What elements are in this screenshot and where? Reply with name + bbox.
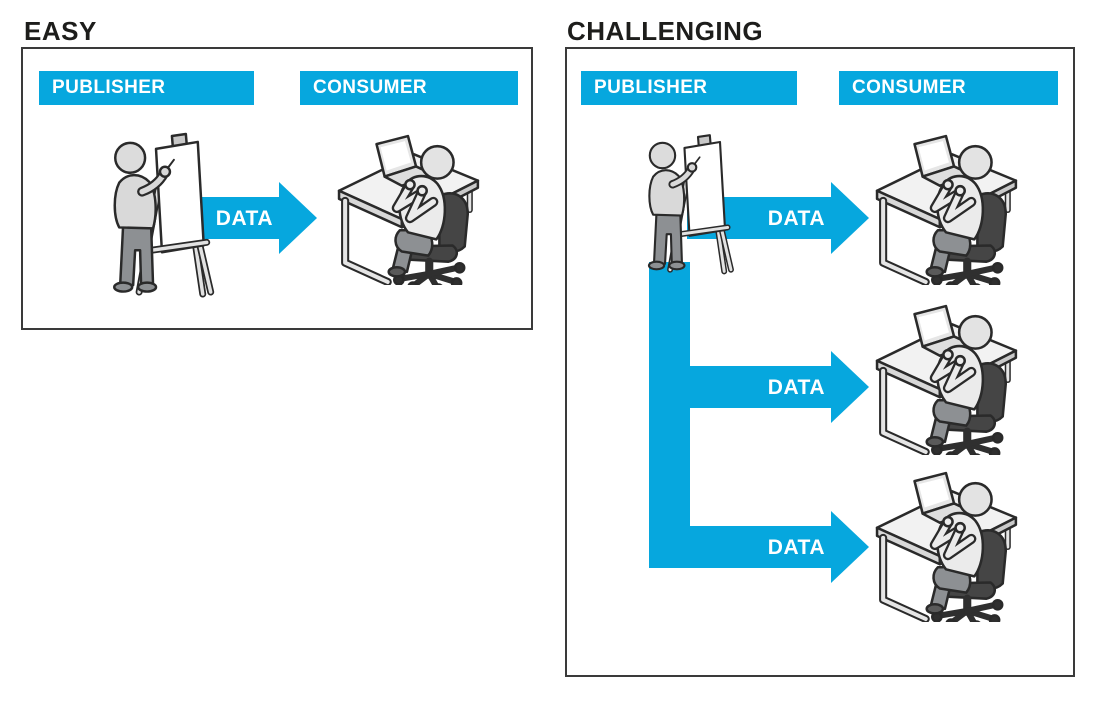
easy-panel: PUBLISHER CONSUMER DATA <box>21 47 533 330</box>
challenging-data-arrow-2-body: DATA <box>689 366 831 408</box>
challenging-branch-trunk <box>649 262 690 568</box>
easy-person-at-desk-icon <box>335 133 487 285</box>
easy-artist-at-easel-icon <box>93 129 225 303</box>
challenging-data-arrowhead-1-icon <box>831 182 869 254</box>
easy-publisher-label: PUBLISHER <box>39 71 254 105</box>
challenging-data-arrow-1-label: DATA <box>767 206 825 230</box>
challenging-panel: PUBLISHER CONSUMER DATA DATA DATA <box>565 47 1075 677</box>
easy-consumer-label: CONSUMER <box>300 71 518 105</box>
challenging-artist-at-easel-icon <box>631 131 743 279</box>
challenging-data-arrow-3-body: DATA <box>649 526 831 568</box>
challenging-data-arrow-3: DATA <box>649 511 869 583</box>
challenging-person-at-desk-icon-1 <box>873 133 1025 285</box>
challenging-person-at-desk-icon-2 <box>873 303 1025 455</box>
challenging-data-arrow-2-label: DATA <box>767 375 825 399</box>
challenging-data-arrow-3-label: DATA <box>767 535 825 559</box>
easy-section-title: EASY <box>24 16 97 46</box>
challenging-consumer-label: CONSUMER <box>839 71 1058 105</box>
easy-data-arrowhead-icon <box>279 182 317 254</box>
challenging-section-title: CHALLENGING <box>567 16 764 46</box>
challenging-data-arrowhead-3-icon <box>831 511 869 583</box>
challenging-data-arrowhead-2-icon <box>831 351 869 423</box>
challenging-person-at-desk-icon-3 <box>873 470 1025 622</box>
challenging-publisher-label: PUBLISHER <box>581 71 797 105</box>
challenging-data-arrow-2: DATA <box>689 351 869 423</box>
easy-data-arrow-label: DATA <box>215 206 273 230</box>
